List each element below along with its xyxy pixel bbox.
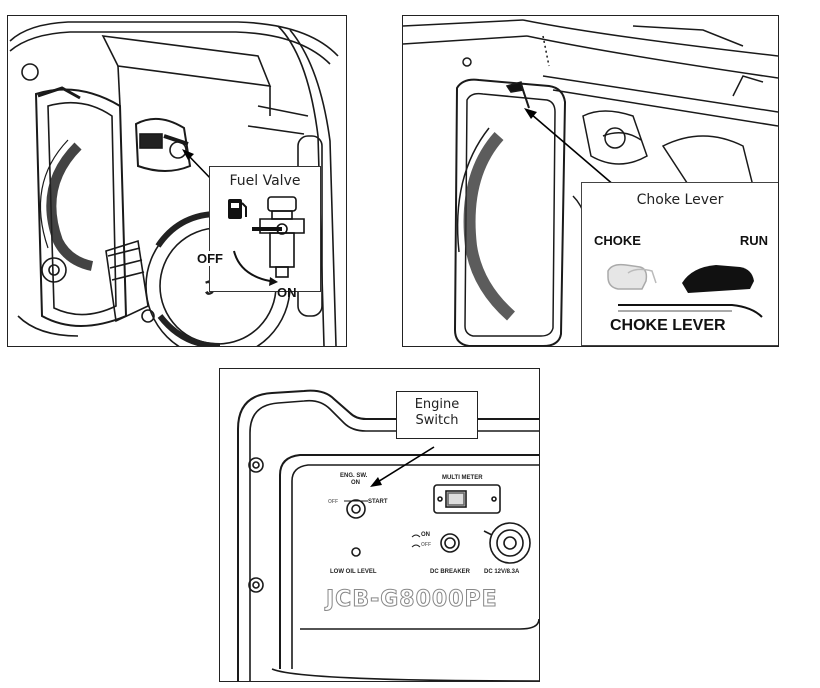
breaker-toggle-icon — [411, 534, 421, 548]
arrow-up-left-icon — [524, 108, 616, 187]
fuel-valve-panel: JCB Fuel Valve — [7, 15, 347, 347]
engine-switch-callout: Engine Switch — [396, 391, 478, 439]
model-name: JCB-G8000PE — [326, 587, 498, 613]
breaker-on-label: ON — [421, 532, 430, 538]
low-oil-level-label: LOW OIL LEVEL — [330, 569, 377, 575]
dc-breaker-label: DC BREAKER — [430, 569, 471, 575]
generator-choke-drawing — [403, 19, 778, 346]
fuel-valve-callout: Fuel Valve OFF ON — [196, 166, 321, 300]
choke-lever-label: Choke Lever — [636, 192, 724, 208]
run-position-label: RUN — [739, 233, 768, 248]
choke-lever-callout: Choke Lever CHOKE RUN CHOKE LEVER — [581, 182, 778, 346]
off-label: OFF — [196, 251, 224, 266]
eng-sw-on-label: ON — [351, 480, 360, 486]
engine-switch-panel: Engine Switch ENG. SW. ON OFF START MULT… — [219, 368, 540, 682]
fuel-valve-inset-drawing — [228, 196, 305, 286]
multi-meter-label: MULTI METER — [442, 475, 483, 481]
eng-sw-start-label: START — [368, 499, 388, 505]
arrow-up-left-icon — [182, 149, 214, 182]
fuel-pump-icon — [228, 199, 247, 219]
choke-position-label: CHOKE — [594, 233, 641, 248]
dc-output-label: DC 12V/8.3A — [484, 569, 520, 575]
engine-switch-label-line2: Switch — [415, 413, 459, 428]
on-label: ON — [277, 285, 297, 300]
control-panel-drawing — [237, 389, 539, 681]
choke-lever-caption: CHOKE LEVER — [610, 317, 726, 334]
eng-sw-label: ENG. SW. — [340, 473, 368, 479]
fuel-valve-label: Fuel Valve — [229, 173, 301, 189]
breaker-off-label: OFF — [421, 542, 431, 548]
engine-switch-label-line1: Engine — [414, 397, 460, 412]
choke-lever-panel: Choke Lever CHOKE RUN CHOKE LEVER — [402, 15, 779, 347]
eng-sw-off-label: OFF — [328, 499, 338, 505]
choke-lever-diagram — [607, 263, 763, 318]
arrow-down-left-icon — [370, 446, 435, 487]
